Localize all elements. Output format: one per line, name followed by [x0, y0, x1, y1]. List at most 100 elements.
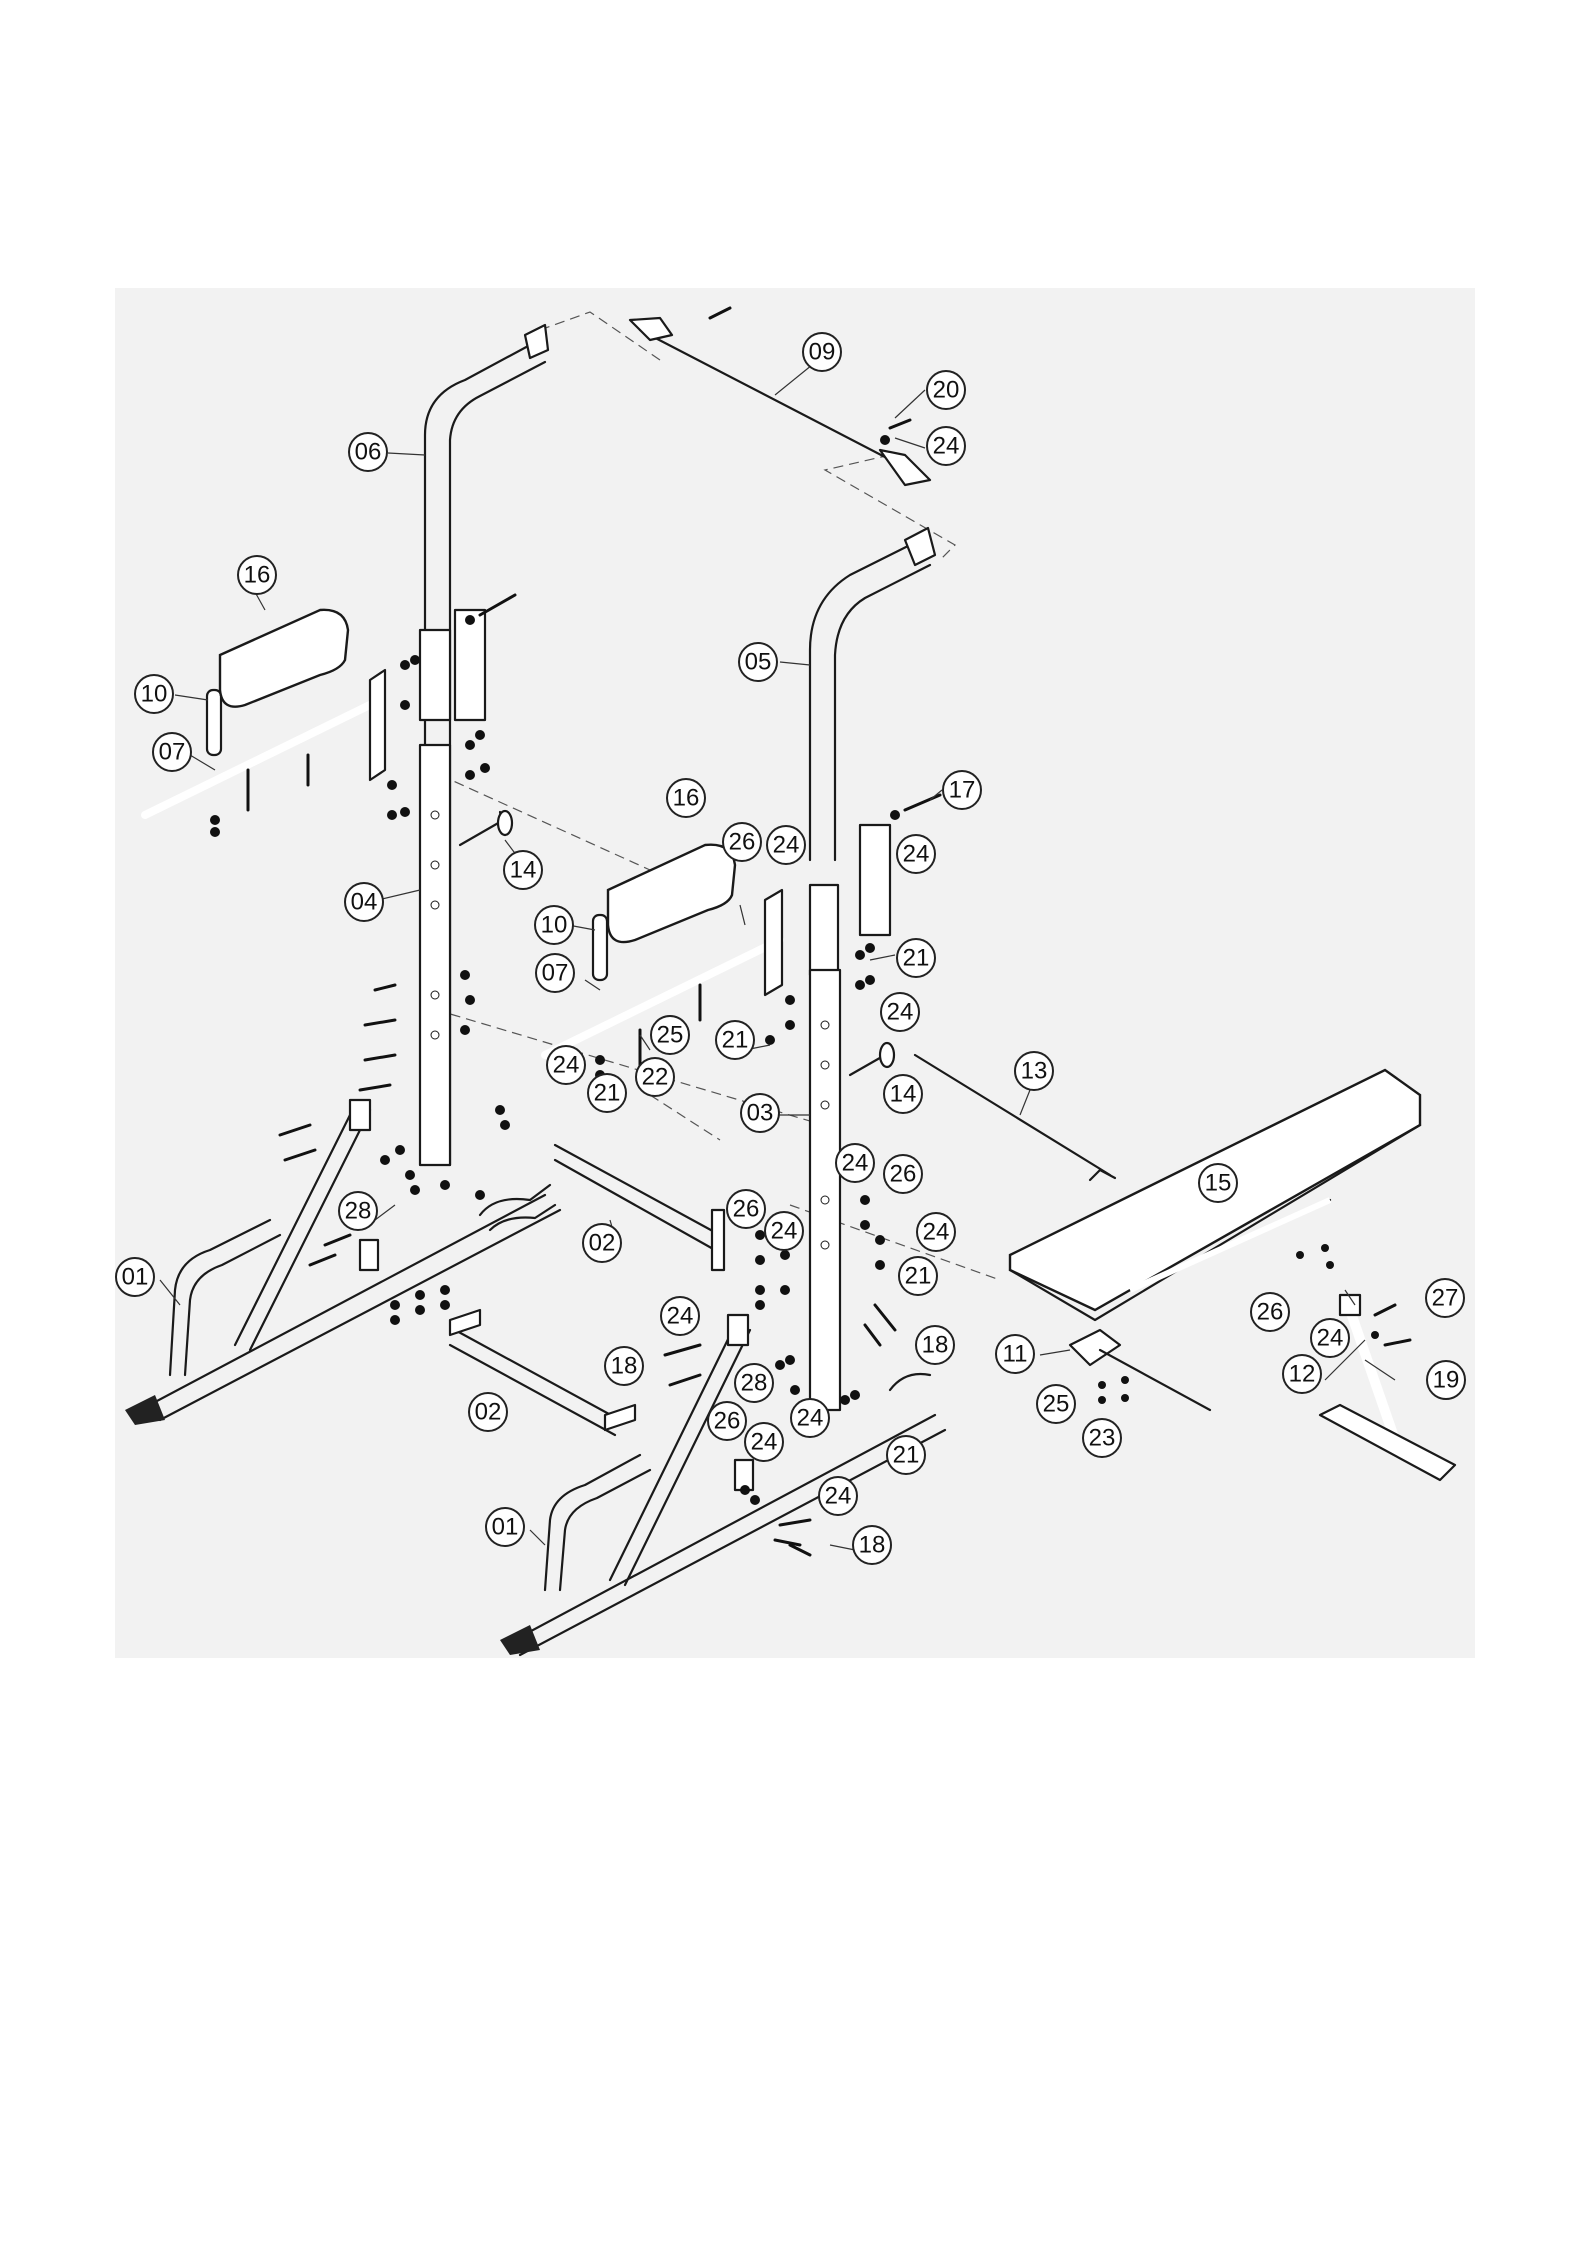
callout-25-a: 25 — [651, 1016, 689, 1054]
callout-label: 02 — [475, 1399, 502, 1426]
callout-02-b: 02 — [469, 1393, 507, 1431]
callout-10-b: 10 — [535, 906, 573, 944]
callout-label: 24 — [797, 1405, 824, 1432]
part-10-handle-left — [207, 690, 221, 755]
callout-02-a: 02 — [583, 1224, 621, 1262]
callout-label: 20 — [933, 377, 960, 404]
callout-28-a: 28 — [339, 1192, 377, 1230]
part-10-handle-center — [593, 915, 607, 980]
callout-label: 09 — [809, 339, 836, 366]
callout-label: 24 — [751, 1429, 778, 1456]
callout-09: 09 — [803, 333, 841, 371]
callout-21-c: 21 — [588, 1074, 626, 1112]
callout-20: 20 — [927, 371, 965, 409]
callout-label: 24 — [903, 841, 930, 868]
callout-label: 21 — [905, 1263, 932, 1290]
callout-label: 22 — [642, 1064, 669, 1091]
callout-26-b: 26 — [884, 1155, 922, 1193]
callout-24-k: 24 — [791, 1399, 829, 1437]
callout-label: 11 — [1003, 1341, 1028, 1368]
callout-label: 02 — [589, 1230, 616, 1257]
callout-label: 12 — [1289, 1361, 1316, 1388]
callout-24-b: 24 — [897, 835, 935, 873]
callout-18-c: 18 — [853, 1526, 891, 1564]
callout-17: 17 — [943, 771, 981, 809]
callout-label: 19 — [1433, 1367, 1460, 1394]
callout-24-l: 24 — [745, 1423, 783, 1461]
callout-24-e: 24 — [547, 1046, 585, 1084]
callout-14-b: 14 — [884, 1075, 922, 1113]
callout-03: 03 — [741, 1094, 779, 1132]
callout-label: 05 — [745, 649, 772, 676]
callout-26-a: 26 — [723, 823, 761, 861]
callout-label: 24 — [933, 433, 960, 460]
callout-18-b: 18 — [916, 1326, 954, 1364]
callout-label: 21 — [594, 1080, 621, 1107]
callout-25-b: 25 — [1037, 1385, 1075, 1423]
callout-24-h: 24 — [917, 1213, 955, 1251]
callout-label: 16 — [244, 562, 271, 589]
callout-24-j: 24 — [1311, 1319, 1349, 1357]
callout-label: 18 — [859, 1532, 886, 1559]
callout-05: 05 — [739, 643, 777, 681]
callout-24-c: 24 — [767, 826, 805, 864]
callout-24-d: 24 — [881, 993, 919, 1031]
callout-label: 24 — [825, 1483, 852, 1510]
callout-12: 12 — [1283, 1355, 1321, 1393]
callout-label: 21 — [722, 1027, 749, 1054]
callout-label: 01 — [492, 1514, 519, 1541]
callout-label: 24 — [1317, 1325, 1344, 1352]
callout-label: 24 — [553, 1052, 580, 1079]
callout-27: 27 — [1426, 1279, 1464, 1317]
callout-06: 06 — [349, 433, 387, 471]
callout-label: 07 — [542, 960, 569, 987]
callout-07-a: 07 — [153, 733, 191, 771]
callout-26-d: 26 — [1251, 1293, 1289, 1331]
callout-label: 28 — [345, 1198, 372, 1225]
callout-label: 21 — [893, 1442, 920, 1469]
callout-21-b: 21 — [716, 1021, 754, 1059]
callout-label: 26 — [714, 1408, 741, 1435]
callout-26-e: 26 — [708, 1402, 746, 1440]
callout-label: 27 — [1432, 1285, 1459, 1312]
callout-24-g: 24 — [765, 1212, 803, 1250]
callout-15: 15 — [1199, 1164, 1237, 1202]
callout-23: 23 — [1083, 1419, 1121, 1457]
callout-22: 22 — [636, 1058, 674, 1096]
callout-24-f: 24 — [836, 1144, 874, 1182]
callout-label: 10 — [141, 681, 168, 708]
callout-label: 26 — [729, 829, 756, 856]
callout-label: 06 — [355, 439, 382, 466]
callout-label: 24 — [771, 1218, 798, 1245]
callout-21-a: 21 — [897, 939, 935, 977]
diagram-panel — [115, 288, 1475, 1658]
callout-16-a: 16 — [238, 556, 276, 594]
callout-04: 04 — [345, 883, 383, 921]
callout-label: 07 — [159, 739, 186, 766]
callout-label: 28 — [741, 1370, 768, 1397]
callout-07-b: 07 — [536, 954, 574, 992]
callout-24-a: 24 — [927, 427, 965, 465]
callout-label: 24 — [923, 1219, 950, 1246]
callout-label: 26 — [1257, 1299, 1284, 1326]
callout-28-b: 28 — [735, 1364, 773, 1402]
callout-16-b: 16 — [667, 779, 705, 817]
callout-label: 16 — [673, 785, 700, 812]
callout-label: 10 — [541, 912, 568, 939]
callout-label: 18 — [922, 1332, 949, 1359]
callout-21-d: 21 — [899, 1257, 937, 1295]
callout-13: 13 — [1015, 1052, 1053, 1090]
callout-18-a: 18 — [605, 1347, 643, 1385]
callout-label: 15 — [1205, 1170, 1232, 1197]
callout-label: 14 — [510, 857, 537, 884]
callout-label: 17 — [949, 777, 976, 804]
callout-label: 26 — [890, 1161, 917, 1188]
callout-10-a: 10 — [135, 675, 173, 713]
callout-label: 25 — [1043, 1391, 1070, 1418]
callout-label: 26 — [733, 1196, 760, 1223]
callout-21-e: 21 — [887, 1436, 925, 1474]
callout-label: 01 — [122, 1264, 149, 1291]
callout-19: 19 — [1427, 1361, 1465, 1399]
callout-label: 24 — [773, 832, 800, 859]
